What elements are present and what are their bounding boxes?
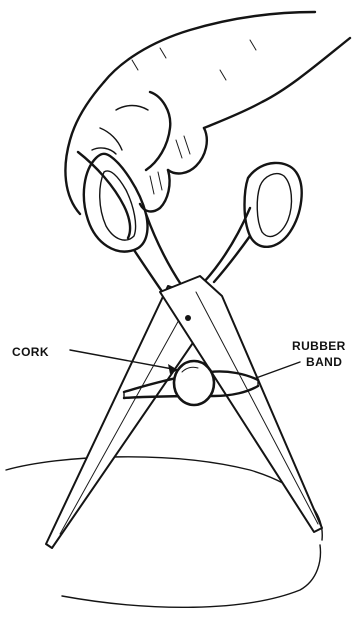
rubber-band-leader-line [256,362,300,378]
rubber-band-label-line1: RUBBER [292,339,346,353]
right-blade [160,276,322,532]
pivot-screw [185,315,191,321]
cork-label: CORK [12,345,49,359]
right-handle-ring [245,163,302,247]
cork [174,361,214,405]
left-handle-ring [84,154,148,252]
hand [65,12,350,238]
rubber-band-label-line2: BAND [306,355,342,369]
